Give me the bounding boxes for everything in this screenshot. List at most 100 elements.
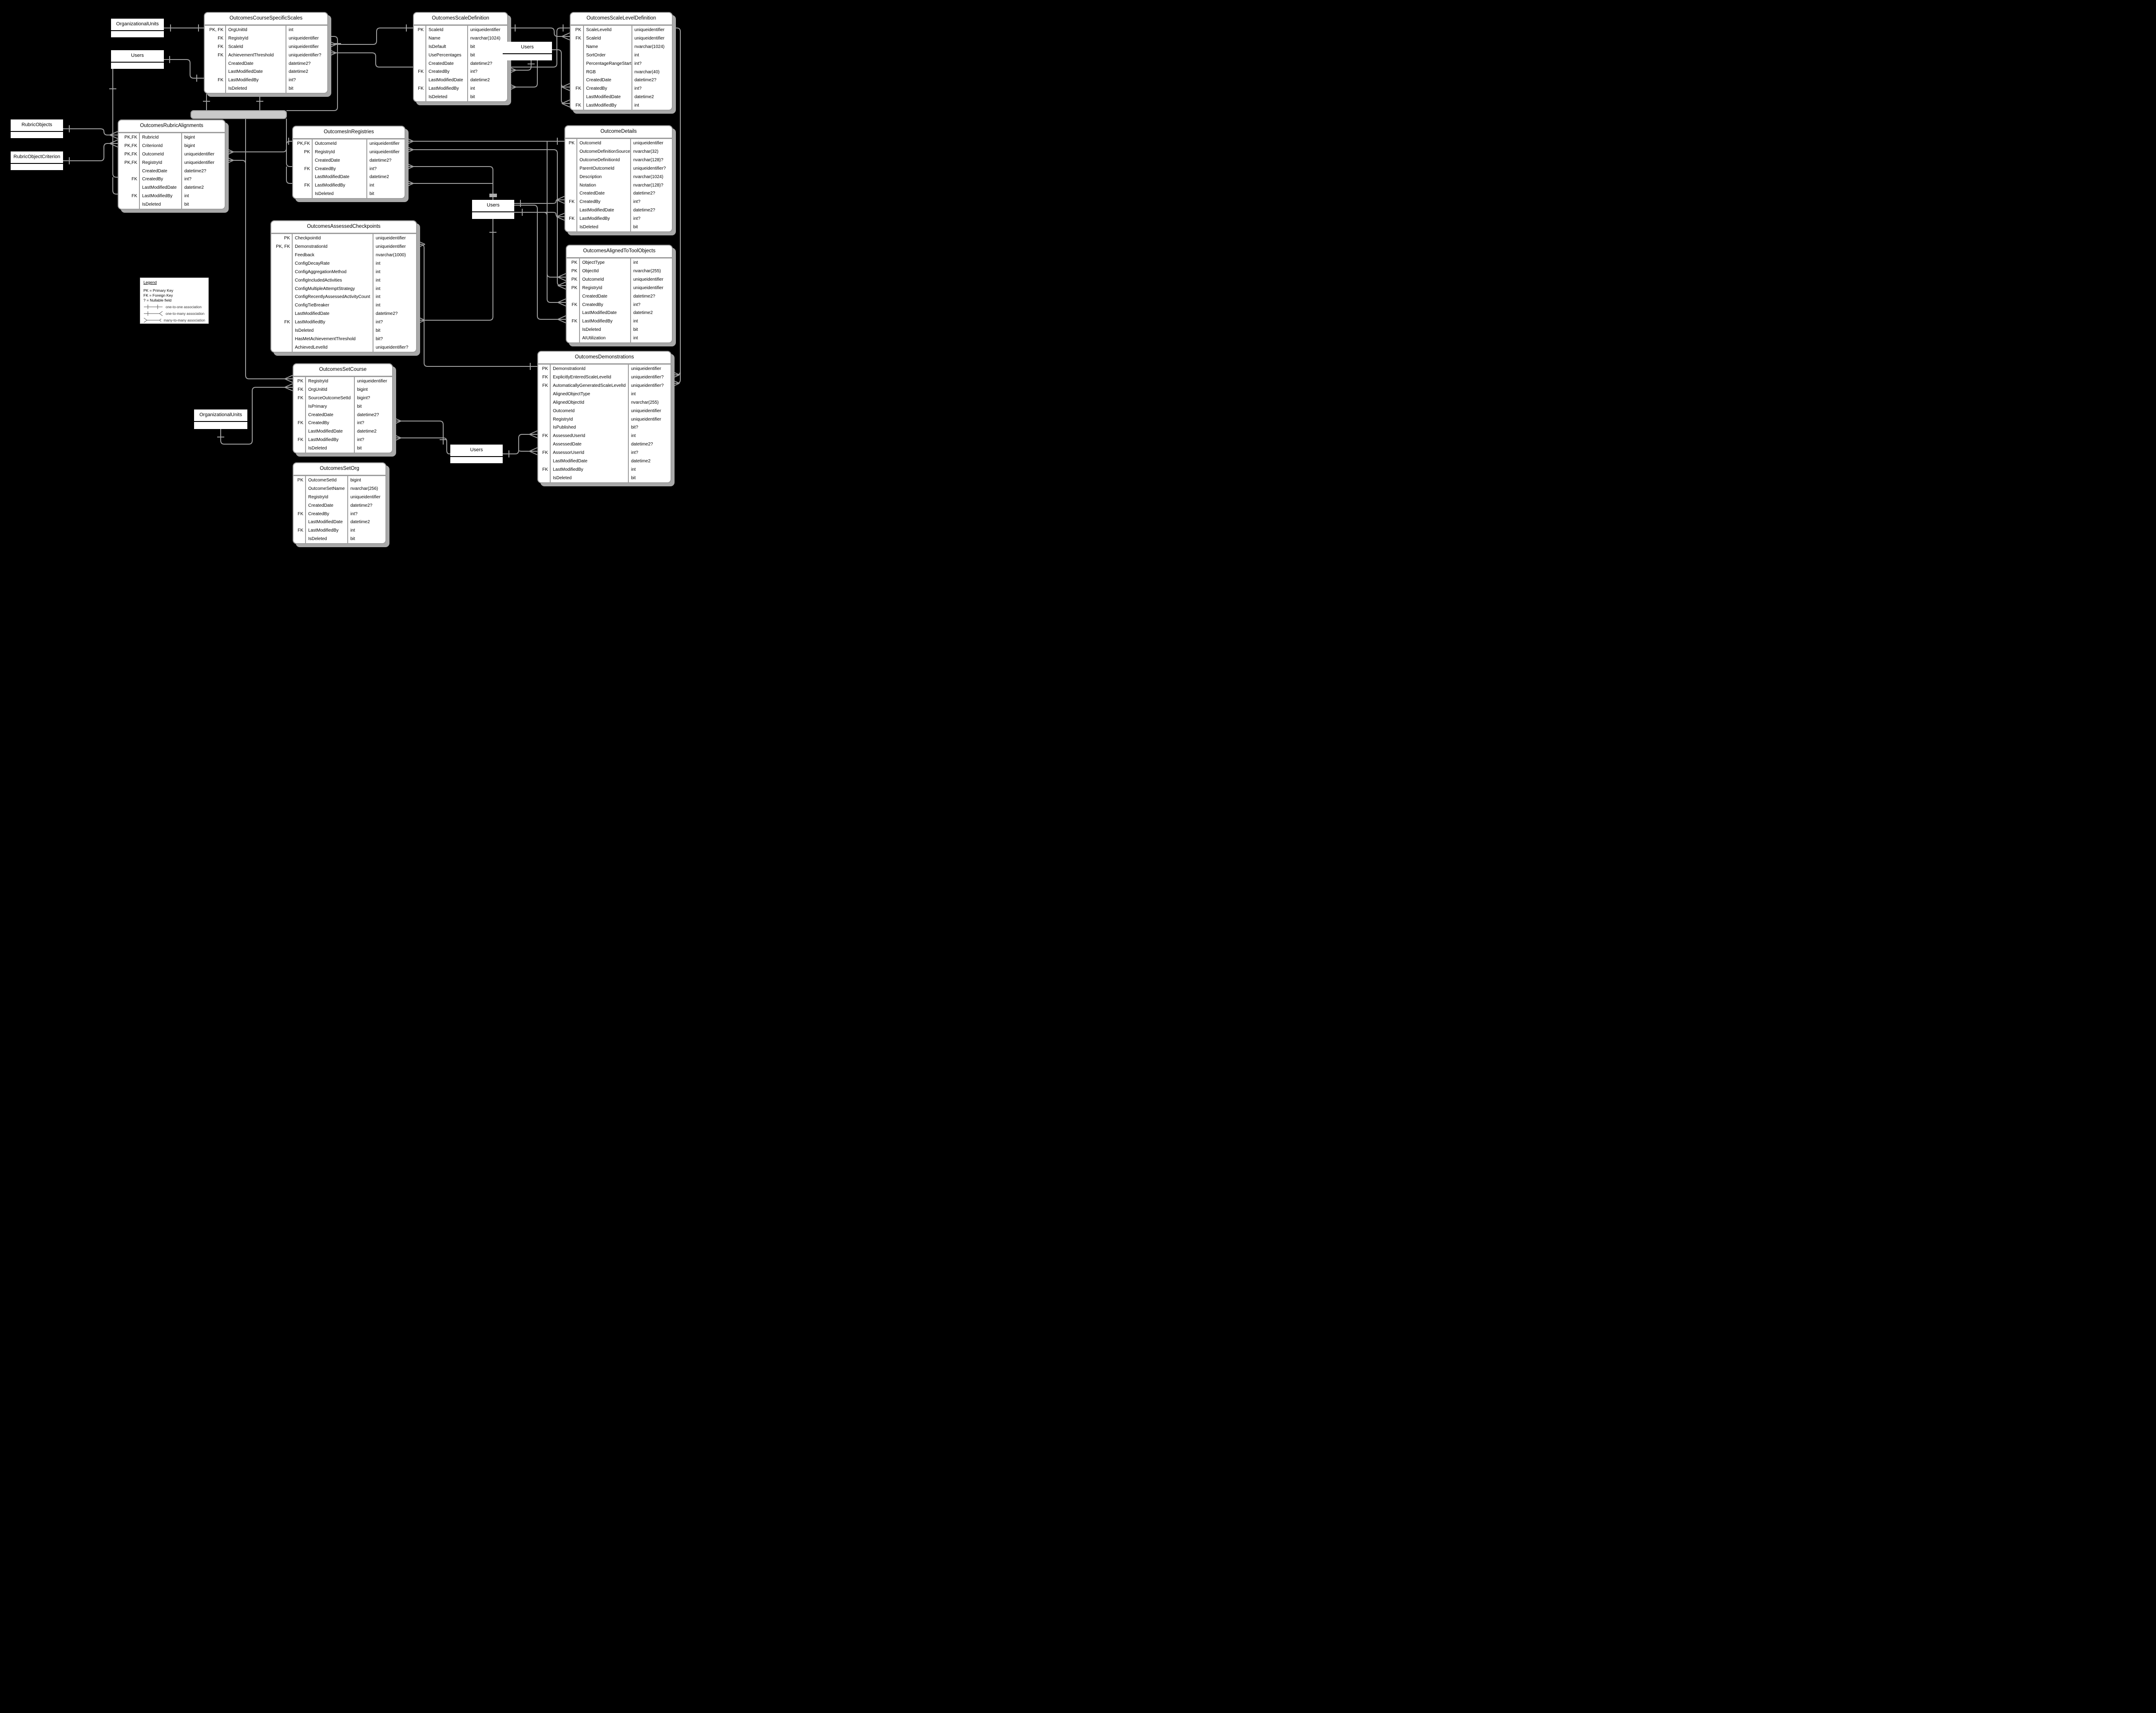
field-name: AssessedUserId (553, 433, 585, 439)
field-type: bit (369, 191, 374, 197)
field-name: CriterionId (142, 143, 163, 148)
field-type: nvarchar(1000) (376, 252, 406, 258)
field-key: FK (218, 78, 223, 83)
field-name: CreatedDate (308, 412, 334, 417)
field-name: SortOrder (586, 52, 606, 58)
field-key (414, 43, 425, 51)
field-name: ScaleId (429, 28, 444, 32)
field-type: uniqueidentifier (470, 28, 500, 32)
entity-title: Users (111, 50, 164, 63)
legend-key-fk: FK = Foreign Key (143, 293, 173, 298)
field-type: uniqueidentifier (369, 141, 400, 146)
entity-users-5: Users (472, 200, 514, 219)
field-key (414, 93, 425, 101)
field-key: FK (572, 319, 577, 324)
field-name: DemonstrationId (295, 244, 328, 249)
field-type: bit (289, 86, 294, 91)
field-name: IsDeleted (228, 86, 247, 91)
field-key (538, 398, 550, 407)
connector-line (561, 67, 570, 104)
field-key: PK (284, 236, 290, 241)
field-name: AchievementThreshold (228, 52, 274, 58)
connector-line (225, 148, 234, 152)
field-type: datetime2? (633, 191, 655, 196)
connector-line (508, 28, 570, 37)
connector-line (557, 285, 566, 290)
field-type: datetime2? (633, 208, 655, 213)
field-key (271, 251, 292, 259)
connector-line (417, 244, 425, 248)
field-type: nvarchar(255) (633, 268, 661, 274)
field-type: uniqueidentifier (376, 236, 406, 241)
field-type: int (631, 467, 636, 473)
connector-line (284, 383, 293, 388)
field-name: ConfigIncludedActivities (295, 278, 342, 283)
connector-line (284, 375, 293, 379)
field-name: RegistryId (228, 36, 249, 41)
entity-title: Users (450, 445, 503, 457)
field-name: CreatedDate (228, 61, 254, 66)
field-name: OutcomeDefinitionId (579, 157, 620, 163)
field-name: LastModifiedDate (429, 78, 463, 83)
field-name: LastModifiedBy (315, 183, 345, 188)
connector-line (393, 437, 401, 442)
field-type: uniqueidentifier (633, 285, 663, 290)
field-name: IsPublished (553, 425, 576, 430)
table-title: OutcomesAssessedCheckpoints (271, 221, 416, 234)
field-name: LastModifiedBy (308, 437, 339, 443)
field-name: LastModifiedBy (228, 78, 259, 83)
field-type: int (350, 528, 355, 533)
field-key: FK (576, 36, 581, 41)
field-type: int? (357, 421, 365, 426)
connector-line (245, 119, 293, 379)
table-title: OutcomesScaleDefinition (414, 13, 507, 26)
field-type: datetime2 (369, 175, 389, 180)
field-type: bit? (376, 337, 383, 342)
field-name: LastModifiedDate (295, 311, 330, 317)
field-name: HasMetAchievementThreshold (295, 337, 356, 342)
connector-line (508, 66, 516, 71)
field-type: int? (184, 177, 192, 182)
field-key: FK (298, 528, 303, 533)
field-key (294, 535, 305, 543)
field-type: uniqueidentifier (357, 379, 387, 384)
field-name: ConfigDecayRate (295, 261, 330, 266)
connector-line (393, 421, 401, 425)
field-type: uniqueidentifier (631, 417, 661, 422)
field-type: int (634, 103, 639, 108)
table-title: OutcomesInRegistries (293, 127, 405, 139)
field-type: datetime2 (470, 78, 490, 83)
field-type: datetime2 (184, 185, 204, 191)
connector-line (529, 430, 538, 435)
field-type: bit (184, 202, 189, 207)
connector-line (109, 139, 118, 144)
connector-line (393, 434, 401, 438)
field-key: FK (284, 320, 290, 325)
field-key (294, 444, 305, 453)
field-name: LastModifiedBy (582, 319, 613, 324)
field-type: int (376, 294, 381, 300)
connector-line (286, 36, 338, 111)
connector-line (561, 87, 570, 91)
field-type: datetime2? (376, 311, 398, 317)
field-key (294, 402, 305, 411)
table-title: OutcomeDetails (565, 126, 672, 139)
field-key: PK (568, 141, 575, 146)
legend-many-to-many: many-to-many association (143, 318, 205, 323)
connector-line (109, 135, 118, 139)
field-name: IsDeleted (553, 475, 572, 481)
field-key: FK (542, 374, 548, 380)
connector-line (508, 70, 516, 74)
field-key (565, 206, 576, 215)
field-name: LastModifiedDate (228, 69, 263, 75)
field-key (414, 60, 425, 68)
entity-title: Users (472, 200, 514, 212)
